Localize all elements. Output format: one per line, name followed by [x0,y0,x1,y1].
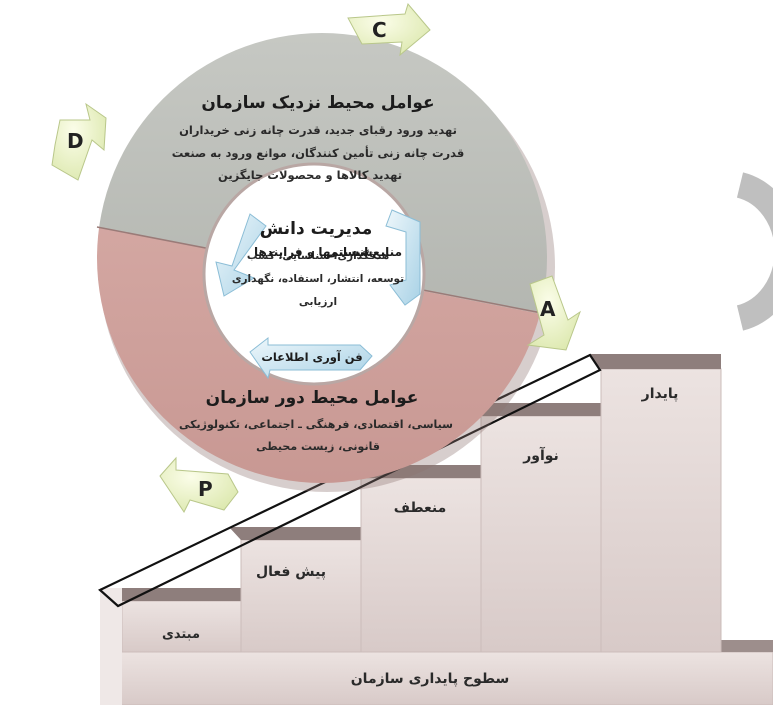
step-label-proactive: پیش فعال [256,564,326,580]
near-environment-line-2: قدرت چانه زنی تأمین کنندگان، موانع ورود … [172,145,465,161]
step-label-beginner: مبتدی [162,627,200,642]
knowledge-management-title: مدیریت دانش [260,219,373,239]
staircase [100,354,773,706]
near-environment-title: عوامل محیط نزدیک سازمان [201,93,434,113]
far-environment-block: عوامل محیط دور سازمان سیاسی، اقتصادی، فر… [179,388,453,453]
cycle-arrow-c [347,2,431,57]
ring [96,33,555,492]
enabler-human-resources: منابع انسانی [326,245,402,259]
step-label-sustainable: پایدار [641,386,679,402]
base-slab [117,651,773,706]
side-arc [736,172,773,331]
stair-left-edge [100,588,122,705]
step-1-top [110,588,241,601]
cycle-letter-p: P [198,477,213,501]
cycle-letter-a: A [540,297,556,321]
step-1 [121,600,242,653]
enabler-information-technology: فن آوری اطلاعات [261,350,362,365]
far-environment-line-2: قانونی، زیست محیطی [256,440,380,453]
cycle-arrow-a [526,275,581,351]
ring-hole [202,162,426,386]
step-label-innovative: نوآور [522,446,559,464]
step-label-flexible: منعطف [394,500,447,516]
far-environment-line-1: سیاسی، اقتصادی، فرهنگی ـ اجتماعی، تکنولو… [179,418,453,431]
base-label: سطوح پایداری سازمان [351,671,510,687]
knowledge-management-line-2: توسعه، انتشار، استفاده، نگهداری [232,272,404,285]
knowledge-management-line-3: ارزیابی [299,296,337,308]
step-2 [240,539,362,653]
knowledge-management-block: مدیریت دانش هدفگذاری، شناسایی، کسب توسعه… [232,219,404,308]
step-5 [600,368,722,653]
step-4 [480,415,602,653]
near-environment-block: عوامل محیط نزدیک سازمان تهدید ورود رقبای… [172,93,465,183]
step-2-top [229,527,361,540]
far-environment-title: عوامل محیط دور سازمان [206,388,419,408]
step-4-top [469,403,601,416]
near-environment-line-3: تهدید کالاها و محصولات جایگزین [218,168,402,183]
cycle-letter-c: C [372,18,387,42]
near-environment-line-1: تهدید ورود رقبای جدید، قدرت چانه زنی خری… [179,123,457,138]
inner-arrow-left [215,213,267,297]
cycle-letter-d: D [67,129,84,153]
knowledge-management-line-1: هدفگذاری، شناسایی، کسب [247,249,389,262]
step-3 [360,477,482,653]
enabler-systems-processes: سیستمها و فرایندها [254,245,373,260]
inner-arrow-bottom [249,336,373,380]
inner-cycle-arrows [215,209,421,380]
cycle-arrow-d [51,102,107,181]
step-5-top [589,354,721,369]
cycle-arrow-p [159,456,239,513]
inner-arrow-right [385,209,421,306]
